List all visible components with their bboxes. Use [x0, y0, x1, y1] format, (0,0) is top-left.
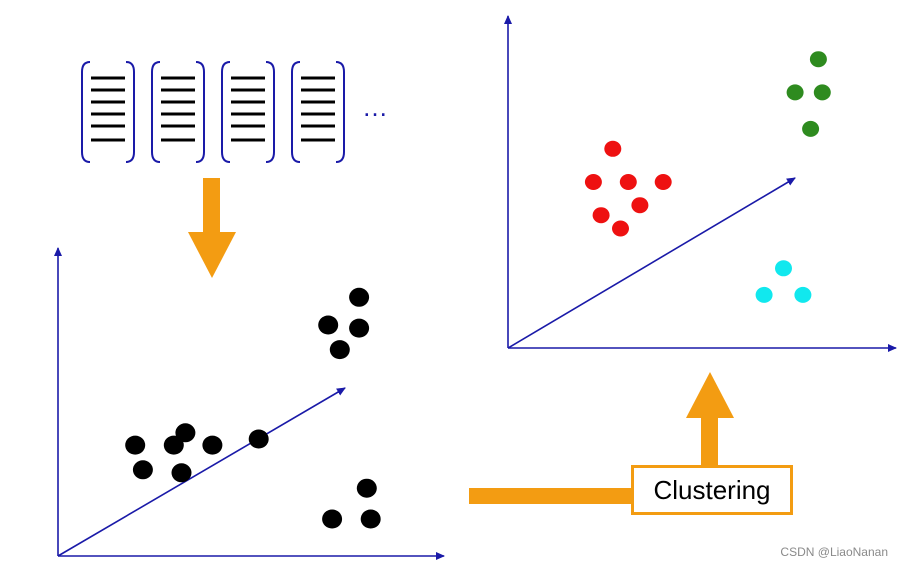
data-point-9 [248, 429, 269, 449]
data-point-2 [318, 315, 339, 335]
cluster-2-point-5 [631, 197, 649, 214]
data-point-6 [125, 435, 146, 455]
data-point-14 [360, 509, 381, 529]
down-arrow [188, 178, 236, 278]
data-point-8 [202, 435, 223, 455]
document-icon [150, 60, 206, 164]
right-connector-arrow [469, 372, 734, 504]
up-arrow-head [686, 372, 734, 418]
down-arrow-head [188, 232, 236, 278]
plot-after-points [584, 51, 831, 303]
cluster-3-point-2 [755, 286, 773, 303]
data-point-12 [356, 478, 377, 498]
clustering-label: Clustering [653, 474, 771, 505]
data-point-7 [163, 435, 184, 455]
document-icon [80, 60, 136, 164]
plot-after-axes [504, 15, 897, 352]
watermark: CSDN @LiaoNanan [780, 545, 888, 559]
document-icon [290, 60, 346, 164]
cluster-2-point-6 [592, 207, 610, 224]
cluster-1-point-3 [813, 84, 831, 101]
down-arrow-shaft [203, 178, 220, 234]
cluster-1-point-1 [809, 51, 827, 68]
cluster-1-point-2 [786, 84, 804, 101]
cluster-3-point-1 [775, 260, 792, 277]
data-point-10 [132, 460, 153, 480]
ellipsis-text: … [362, 92, 391, 122]
cluster-2-point-1 [604, 140, 622, 157]
up-arrow-shaft [701, 416, 718, 468]
data-point-13 [322, 509, 343, 529]
connector-horizontal-bar [469, 488, 633, 504]
cluster-2-point-7 [612, 220, 629, 237]
plot-before-points [125, 287, 381, 529]
data-point-11 [171, 463, 192, 483]
cluster-3-point-3 [794, 286, 812, 303]
cluster-1-point-4 [802, 120, 820, 137]
data-point-4 [329, 340, 350, 360]
cluster-2-point-2 [584, 174, 602, 190]
data-point-3 [349, 318, 370, 338]
plot-before-axes [54, 247, 445, 560]
plot-after-z-axis [507, 177, 796, 349]
clustering-label-box: Clustering [631, 465, 793, 515]
cluster-2-point-4 [654, 174, 672, 190]
data-point-1 [349, 287, 370, 307]
cluster-2-point-3 [619, 174, 637, 190]
document-icon [220, 60, 276, 164]
plot-before-z-axis [57, 387, 346, 557]
data-point-5 [175, 423, 196, 443]
